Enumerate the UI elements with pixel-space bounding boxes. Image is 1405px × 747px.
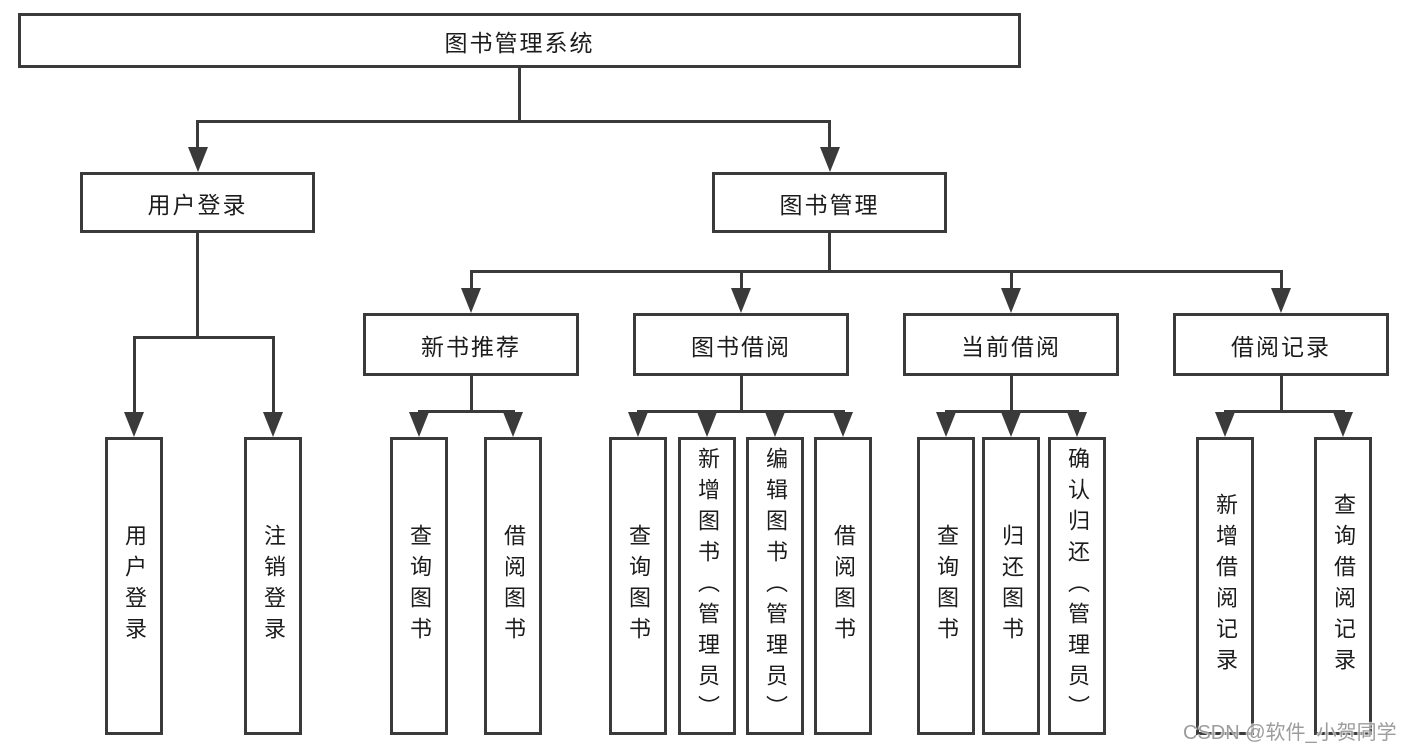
connector-bar-book-mgmt <box>469 270 1283 273</box>
csdn-watermark: CSDN @软件_小贺同学 <box>1183 722 1397 744</box>
arrowhead-icon <box>1271 288 1291 313</box>
arrowhead-icon <box>936 412 956 437</box>
node-label-leaf-cur-confirm: 确认归还（管理员） <box>1065 446 1090 726</box>
node-label-leaf-recd-add: 新增借阅记录 <box>1213 493 1238 679</box>
arrowhead-icon <box>1001 288 1021 313</box>
node-leaf-bor-borrow: 借阅图书 <box>814 437 872 735</box>
arrowhead-icon <box>833 412 853 437</box>
arrowhead-icon <box>187 147 208 172</box>
connector-drop-current-borrow <box>1009 270 1013 292</box>
connector-bar-user-login <box>132 336 275 339</box>
node-leaf-login: 用户登录 <box>105 437 163 735</box>
connector-bar-borrow-records <box>1223 410 1345 413</box>
node-leaf-cur-query: 查询图书 <box>917 437 975 735</box>
arrowhead-icon <box>697 412 717 437</box>
node-leaf-recd-add: 新增借阅记录 <box>1196 437 1254 735</box>
node-user-login: 用户登录 <box>80 172 315 233</box>
node-label-leaf-bor-edit: 编辑图书（管理员） <box>763 446 788 726</box>
node-leaf-logout: 注销登录 <box>244 437 302 735</box>
node-label-leaf-cur-query: 查询图书 <box>934 524 959 648</box>
node-book-mgmt: 图书管理 <box>712 172 947 233</box>
node-new-book-rec: 新书推荐 <box>363 313 579 376</box>
node-borrow-records: 借阅记录 <box>1173 313 1389 376</box>
connector-stem-borrow-records <box>1279 376 1283 413</box>
arrowhead-icon <box>124 412 144 437</box>
node-leaf-cur-confirm: 确认归还（管理员） <box>1048 437 1106 735</box>
connector-stem-current-borrow <box>1009 376 1013 413</box>
node-label-leaf-cur-return: 归还图书 <box>999 524 1024 648</box>
node-leaf-bor-edit: 编辑图书（管理员） <box>746 437 804 735</box>
node-label-leaf-bor-add: 新增图书（管理员） <box>695 446 720 726</box>
node-label-leaf-recd-query: 查询借阅记录 <box>1331 493 1356 679</box>
node-leaf-rec-query: 查询图书 <box>390 437 448 735</box>
node-label-leaf-rec-query: 查询图书 <box>407 524 432 648</box>
connector-stem-new-book-rec <box>469 376 473 413</box>
node-current-borrow: 当前借阅 <box>903 313 1119 376</box>
node-leaf-bor-query: 查询图书 <box>609 437 667 735</box>
arrowhead-icon <box>461 288 481 313</box>
node-label-borrow-records: 借阅记录 <box>1231 333 1331 360</box>
connector-bar-new-book-rec <box>417 410 515 413</box>
connector-stem-book-borrow <box>739 376 743 413</box>
connector-stem-book-mgmt <box>828 233 831 273</box>
connector-drop-user-login <box>196 120 199 151</box>
arrowhead-icon <box>628 412 648 437</box>
arrowhead-icon <box>1215 412 1235 437</box>
node-label-book-mgmt: 图书管理 <box>779 191 880 218</box>
arrowhead-icon <box>819 147 840 172</box>
node-label-leaf-bor-borrow: 借阅图书 <box>831 524 856 648</box>
connector-drop-borrow-records <box>1279 270 1283 292</box>
arrowhead-icon <box>765 412 785 437</box>
node-label-leaf-logout: 注销登录 <box>261 524 286 648</box>
connector-bar-root <box>196 120 831 123</box>
node-leaf-bor-add: 新增图书（管理员） <box>678 437 736 735</box>
node-leaf-recd-query: 查询借阅记录 <box>1314 437 1372 735</box>
connector-drop-book-borrow <box>739 270 743 292</box>
arrowhead-icon <box>409 412 429 437</box>
node-label-book-borrow: 图书借阅 <box>691 333 791 360</box>
node-label-root: 图书管理系统 <box>444 29 595 56</box>
node-label-current-borrow: 当前借阅 <box>961 333 1061 360</box>
node-label-leaf-rec-borrow: 借阅图书 <box>501 524 526 648</box>
node-label-leaf-bor-query: 查询图书 <box>626 524 651 648</box>
arrowhead-icon <box>263 412 283 437</box>
node-label-leaf-login: 用户登录 <box>122 524 147 648</box>
node-leaf-rec-borrow: 借阅图书 <box>484 437 542 735</box>
connector-drop-book-mgmt <box>828 120 831 151</box>
arrowhead-icon <box>1067 412 1087 437</box>
node-label-user-login: 用户登录 <box>147 191 248 218</box>
connector-bar-book-borrow <box>636 410 845 413</box>
connector-stem-user-login <box>196 233 199 339</box>
arrowhead-icon <box>503 412 523 437</box>
arrowhead-icon <box>1333 412 1353 437</box>
arrowhead-icon <box>1001 412 1021 437</box>
connector-stem-root <box>518 68 521 123</box>
node-label-new-book-rec: 新书推荐 <box>421 333 521 360</box>
node-leaf-cur-return: 归还图书 <box>982 437 1040 735</box>
connector-drop-leaf-logout <box>271 336 275 416</box>
connector-drop-new-book-rec <box>469 270 473 292</box>
node-book-borrow: 图书借阅 <box>633 313 849 376</box>
connector-drop-leaf-login <box>132 336 136 416</box>
arrowhead-icon <box>731 288 751 313</box>
node-root: 图书管理系统 <box>18 13 1021 68</box>
